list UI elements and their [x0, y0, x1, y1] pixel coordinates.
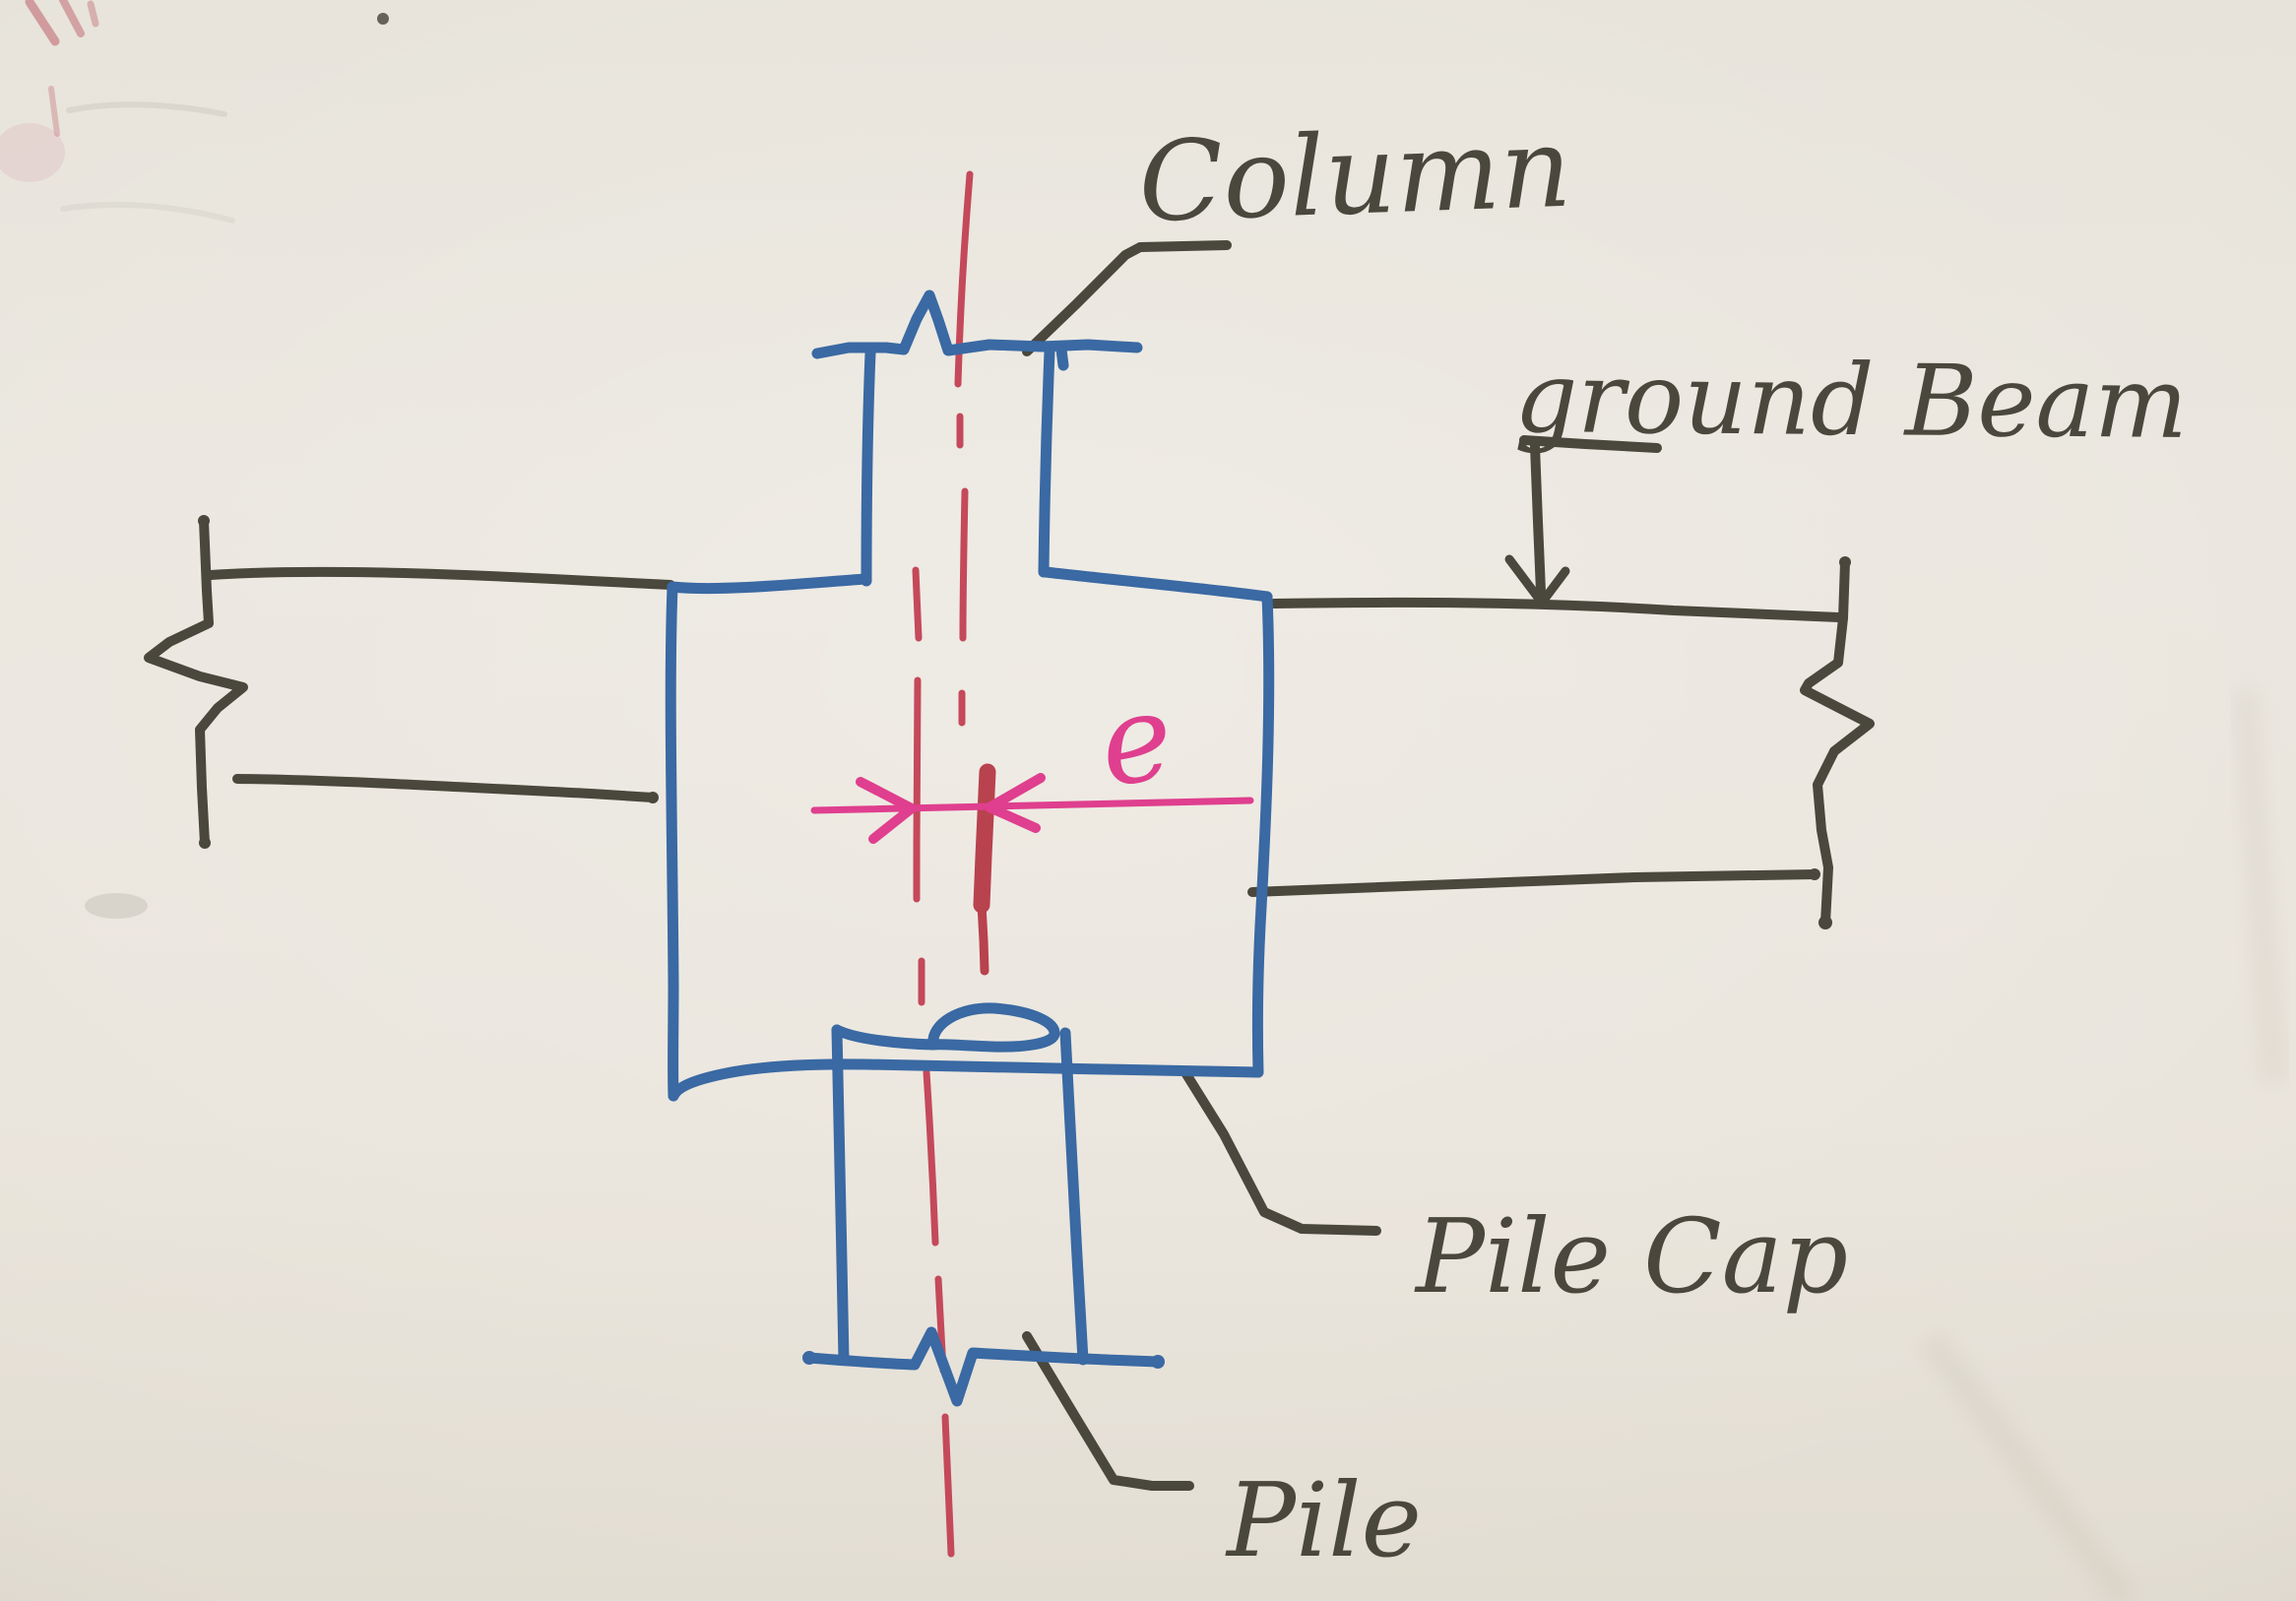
column-outline	[811, 289, 1143, 587]
pile-axis-centerline	[912, 566, 955, 1558]
pile-cap-top-edge-left	[667, 573, 871, 595]
right-beam-top-line	[1269, 597, 1844, 622]
pile-cap-leader-line	[1181, 1069, 1381, 1236]
dimension-arrowhead-left	[856, 777, 917, 844]
pile-outline	[802, 1002, 1165, 1407]
pile-cap-outline	[665, 566, 1275, 1102]
right-beam-bottom-line	[1247, 869, 1819, 897]
centerline-dash	[913, 676, 922, 903]
pile-leader-line	[1022, 1331, 1194, 1491]
pile-cap-bottom-edge	[668, 1058, 1264, 1102]
left-beam-top-line	[206, 566, 675, 590]
pile-cap-label: Pile Cap	[1414, 1196, 1848, 1316]
centerline-dash	[959, 487, 969, 642]
centerline-dash	[923, 1068, 939, 1247]
left-beam-bottom-line	[232, 774, 658, 802]
dimension-line	[810, 797, 1254, 814]
column-left-side	[861, 348, 876, 587]
pile-label: Pile	[1225, 1460, 1422, 1580]
pile-top-loop	[927, 1002, 1060, 1053]
pile-left-side	[831, 1024, 850, 1366]
column-cut-line-tick	[1055, 344, 1069, 371]
eccentricity-label: e	[1091, 666, 1180, 814]
annotation-labels: Column ground Beam Pile Cap Pile e	[1091, 104, 2188, 1580]
centerline-dash	[941, 1413, 955, 1558]
column-label: Column	[1136, 104, 1573, 247]
column-right-side	[1038, 346, 1055, 578]
ground-beam-label-underline	[1519, 435, 1662, 453]
pile-top-edge	[831, 1024, 939, 1051]
pile-cap-right-edge	[1251, 591, 1275, 1078]
centerline-dash	[954, 170, 974, 388]
ground-beam-arrow-shaft	[1530, 441, 1546, 597]
dimension-arrowhead-right	[985, 773, 1046, 833]
pile-cap-top-edge-right	[1040, 566, 1273, 603]
column-centerline	[954, 170, 974, 727]
ground-beam-label: ground Beam	[1514, 340, 2189, 461]
left-beam-break-symbol	[144, 516, 248, 848]
centerline-dash	[912, 566, 923, 642]
right-beam-break-symbol	[1800, 557, 1875, 928]
column-leader-line	[1022, 240, 1232, 356]
leader-lines	[1022, 240, 1662, 1491]
pile-cut-line-with-break	[803, 1326, 1164, 1407]
column-axis-bold-mark	[973, 763, 996, 976]
eccentricity-dimension	[810, 773, 1254, 844]
column-cut-line-with-break	[811, 289, 1143, 359]
ground-beam-arrowhead	[1504, 554, 1570, 608]
ground-beam-lines	[144, 515, 1875, 929]
pile-right-side	[1059, 1027, 1089, 1366]
pile-cap-left-edge	[665, 581, 679, 1102]
